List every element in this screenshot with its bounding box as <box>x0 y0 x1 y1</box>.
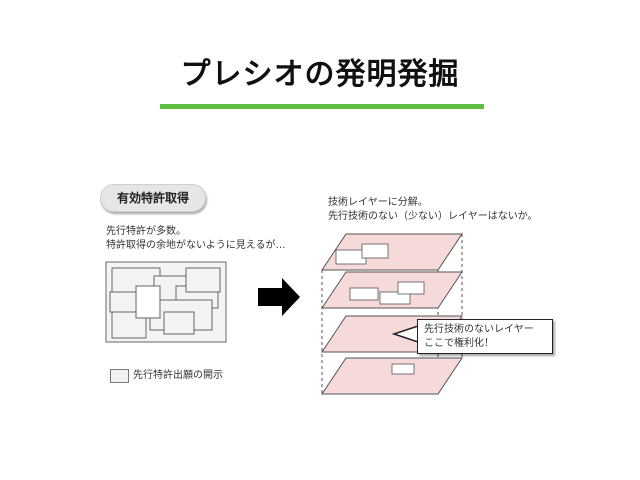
prior-patents-map <box>105 261 227 343</box>
layer-2 <box>321 271 463 309</box>
left-desc-line-2: 特許取得の余地がないように見えるが… <box>106 240 286 251</box>
technology-layers <box>321 233 463 395</box>
title-underline <box>160 104 484 109</box>
layer-4 <box>321 357 463 395</box>
patent-block <box>109 291 139 313</box>
effective-patent-badge: 有効特許取得 <box>100 184 206 212</box>
right-desc-line-1: 技術レイヤーに分解。 <box>328 197 428 208</box>
right-desc-line-2: 先行技術のない（少ない）レイヤーはないか。 <box>328 211 538 222</box>
callout-line-2: ここで権利化！ <box>424 338 494 349</box>
layer-1 <box>321 233 463 271</box>
right-description: 技術レイヤーに分解。 先行技術のない（少ない）レイヤーはないか。 <box>328 196 538 224</box>
legend-swatch <box>110 369 129 383</box>
patent-block <box>135 285 161 319</box>
callout-box: 先行技術のないレイヤー ここで権利化！ <box>417 319 553 354</box>
left-description: 先行特許が多数。 特許取得の余地がないように見えるが… <box>106 225 286 253</box>
legend-label: 先行特許出願の開示 <box>133 370 223 381</box>
right-arrow-icon <box>258 278 300 316</box>
left-desc-line-1: 先行特許が多数。 <box>106 226 186 237</box>
page-title: プレシオの発明発掘 <box>180 57 460 92</box>
patent-block <box>163 311 195 335</box>
patent-block <box>185 267 221 293</box>
callout-line-1: 先行技術のないレイヤー <box>424 324 534 335</box>
